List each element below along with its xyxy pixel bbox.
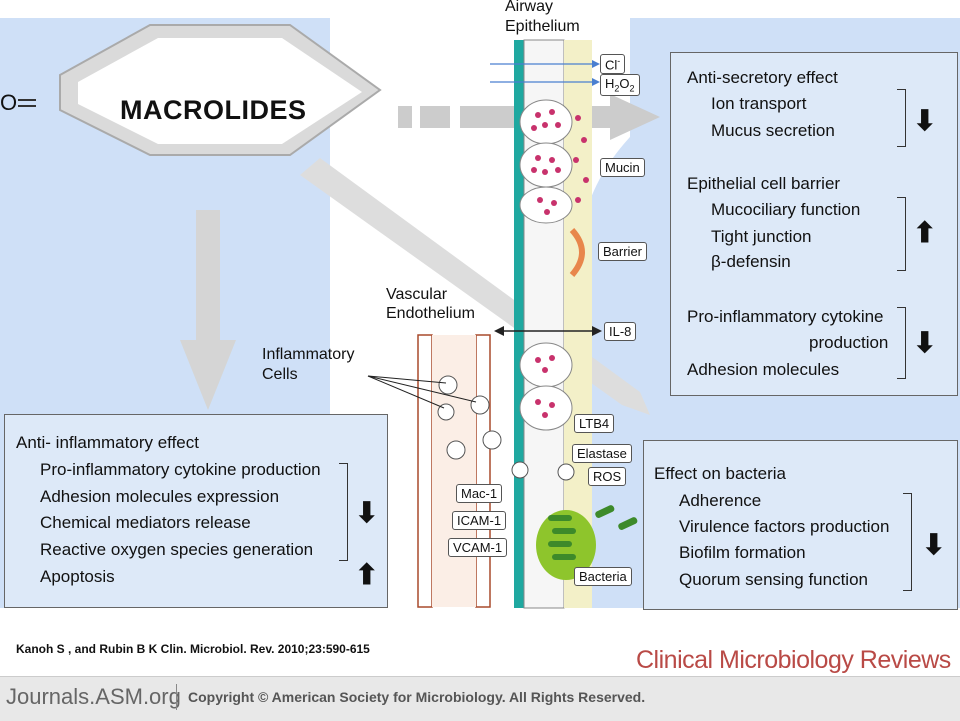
- vcam1-tag: VCAM-1: [448, 538, 508, 557]
- bracket: [339, 463, 348, 561]
- anti-inflammatory-item: Pro-inflammatory cytokine production: [40, 460, 321, 479]
- vascular-label-2: Endothelium: [386, 305, 475, 322]
- anti-inflammatory-item: Apoptosis: [40, 567, 115, 586]
- cl-tag: Cl-: [600, 54, 626, 75]
- citation: Kanoh S , and Rubin B K Clin. Microbiol.…: [16, 642, 370, 656]
- bacteria-heading: Effect on bacteria: [654, 464, 786, 483]
- bacteria-item: Adherence: [679, 491, 762, 510]
- down-arrow-icon: ⬇: [355, 497, 379, 528]
- journal-title: Clinical Microbiology Reviews: [636, 646, 951, 674]
- barrier-item: β-defensin: [711, 252, 791, 271]
- vascular-label-1: Vascular: [386, 286, 448, 303]
- cytokine-heading: Pro-inflammatory cytokine: [687, 307, 884, 326]
- footer-bar: [0, 676, 960, 721]
- up-arrow-icon: ⬆: [355, 559, 379, 590]
- footer-site[interactable]: Journals.ASM.org: [6, 684, 181, 709]
- bacteria-tag: Bacteria: [574, 567, 632, 586]
- anti-secretory-item: Ion transport: [711, 94, 807, 113]
- bacteria-box: Effect on bacteria Adherence Virulence f…: [643, 440, 958, 610]
- bacteria-item: Virulence factors production: [679, 517, 890, 536]
- inflammatory-label-1: Inflammatory: [262, 346, 355, 363]
- ltb4-tag: LTB4: [574, 414, 615, 433]
- anti-secretory-item: Mucus secretion: [711, 121, 835, 140]
- footer-copyright: Copyright © American Society for Microbi…: [188, 689, 646, 705]
- footer-divider: [176, 684, 177, 710]
- cytokine-heading-2: production: [809, 333, 889, 352]
- ros-tag: ROS: [588, 467, 627, 486]
- barrier-heading: Epithelial cell barrier: [687, 174, 841, 193]
- anti-secretory-box: Anti-secretory effect Ion transport Mucu…: [670, 52, 958, 396]
- inflammatory-label-2: Cells: [262, 366, 298, 383]
- h2o2-tag: H2O2: [600, 74, 640, 96]
- airway-label-2: Epithelium: [505, 18, 580, 35]
- down-arrow-icon: ⬇: [913, 327, 937, 358]
- anti-secretory-heading: Anti-secretory effect: [687, 68, 838, 87]
- bracket: [897, 307, 906, 379]
- bacteria-item: Quorum sensing function: [679, 570, 868, 589]
- bracket: [897, 89, 906, 147]
- barrier-item: Tight junction: [711, 227, 812, 246]
- up-arrow-icon: ⬆: [913, 217, 937, 248]
- cytokine-item: Adhesion molecules: [687, 360, 840, 379]
- il8-tag: IL-8: [604, 322, 637, 341]
- barrier-item: Mucociliary function: [711, 200, 861, 219]
- mucin-tag: Mucin: [600, 158, 645, 177]
- down-arrow-icon: ⬇: [922, 529, 946, 560]
- down-arrow-icon: ⬇: [913, 105, 937, 136]
- icam1-tag: ICAM-1: [452, 511, 507, 530]
- oxygen-atom-label: O: [0, 90, 18, 115]
- elastase-tag: Elastase: [572, 444, 632, 463]
- anti-inflammatory-item: Chemical mediators release: [40, 513, 251, 532]
- anti-inflammatory-heading: Anti- inflammatory effect: [16, 433, 199, 452]
- anti-inflammatory-item: Adhesion molecules expression: [40, 487, 280, 506]
- bracket: [897, 197, 906, 271]
- bacteria-item: Biofilm formation: [679, 543, 806, 562]
- anti-inflammatory-item: Reactive oxygen species generation: [40, 540, 314, 559]
- bracket: [903, 493, 912, 591]
- mac1-tag: Mac-1: [456, 484, 503, 503]
- barrier-tag: Barrier: [598, 242, 648, 261]
- macrolides-title: MACROLIDES: [120, 95, 307, 125]
- background-arrows: [18, 24, 660, 609]
- airway-label-1: Airway: [505, 0, 554, 15]
- anti-inflammatory-box: Anti- inflammatory effect Pro-inflammato…: [4, 414, 388, 608]
